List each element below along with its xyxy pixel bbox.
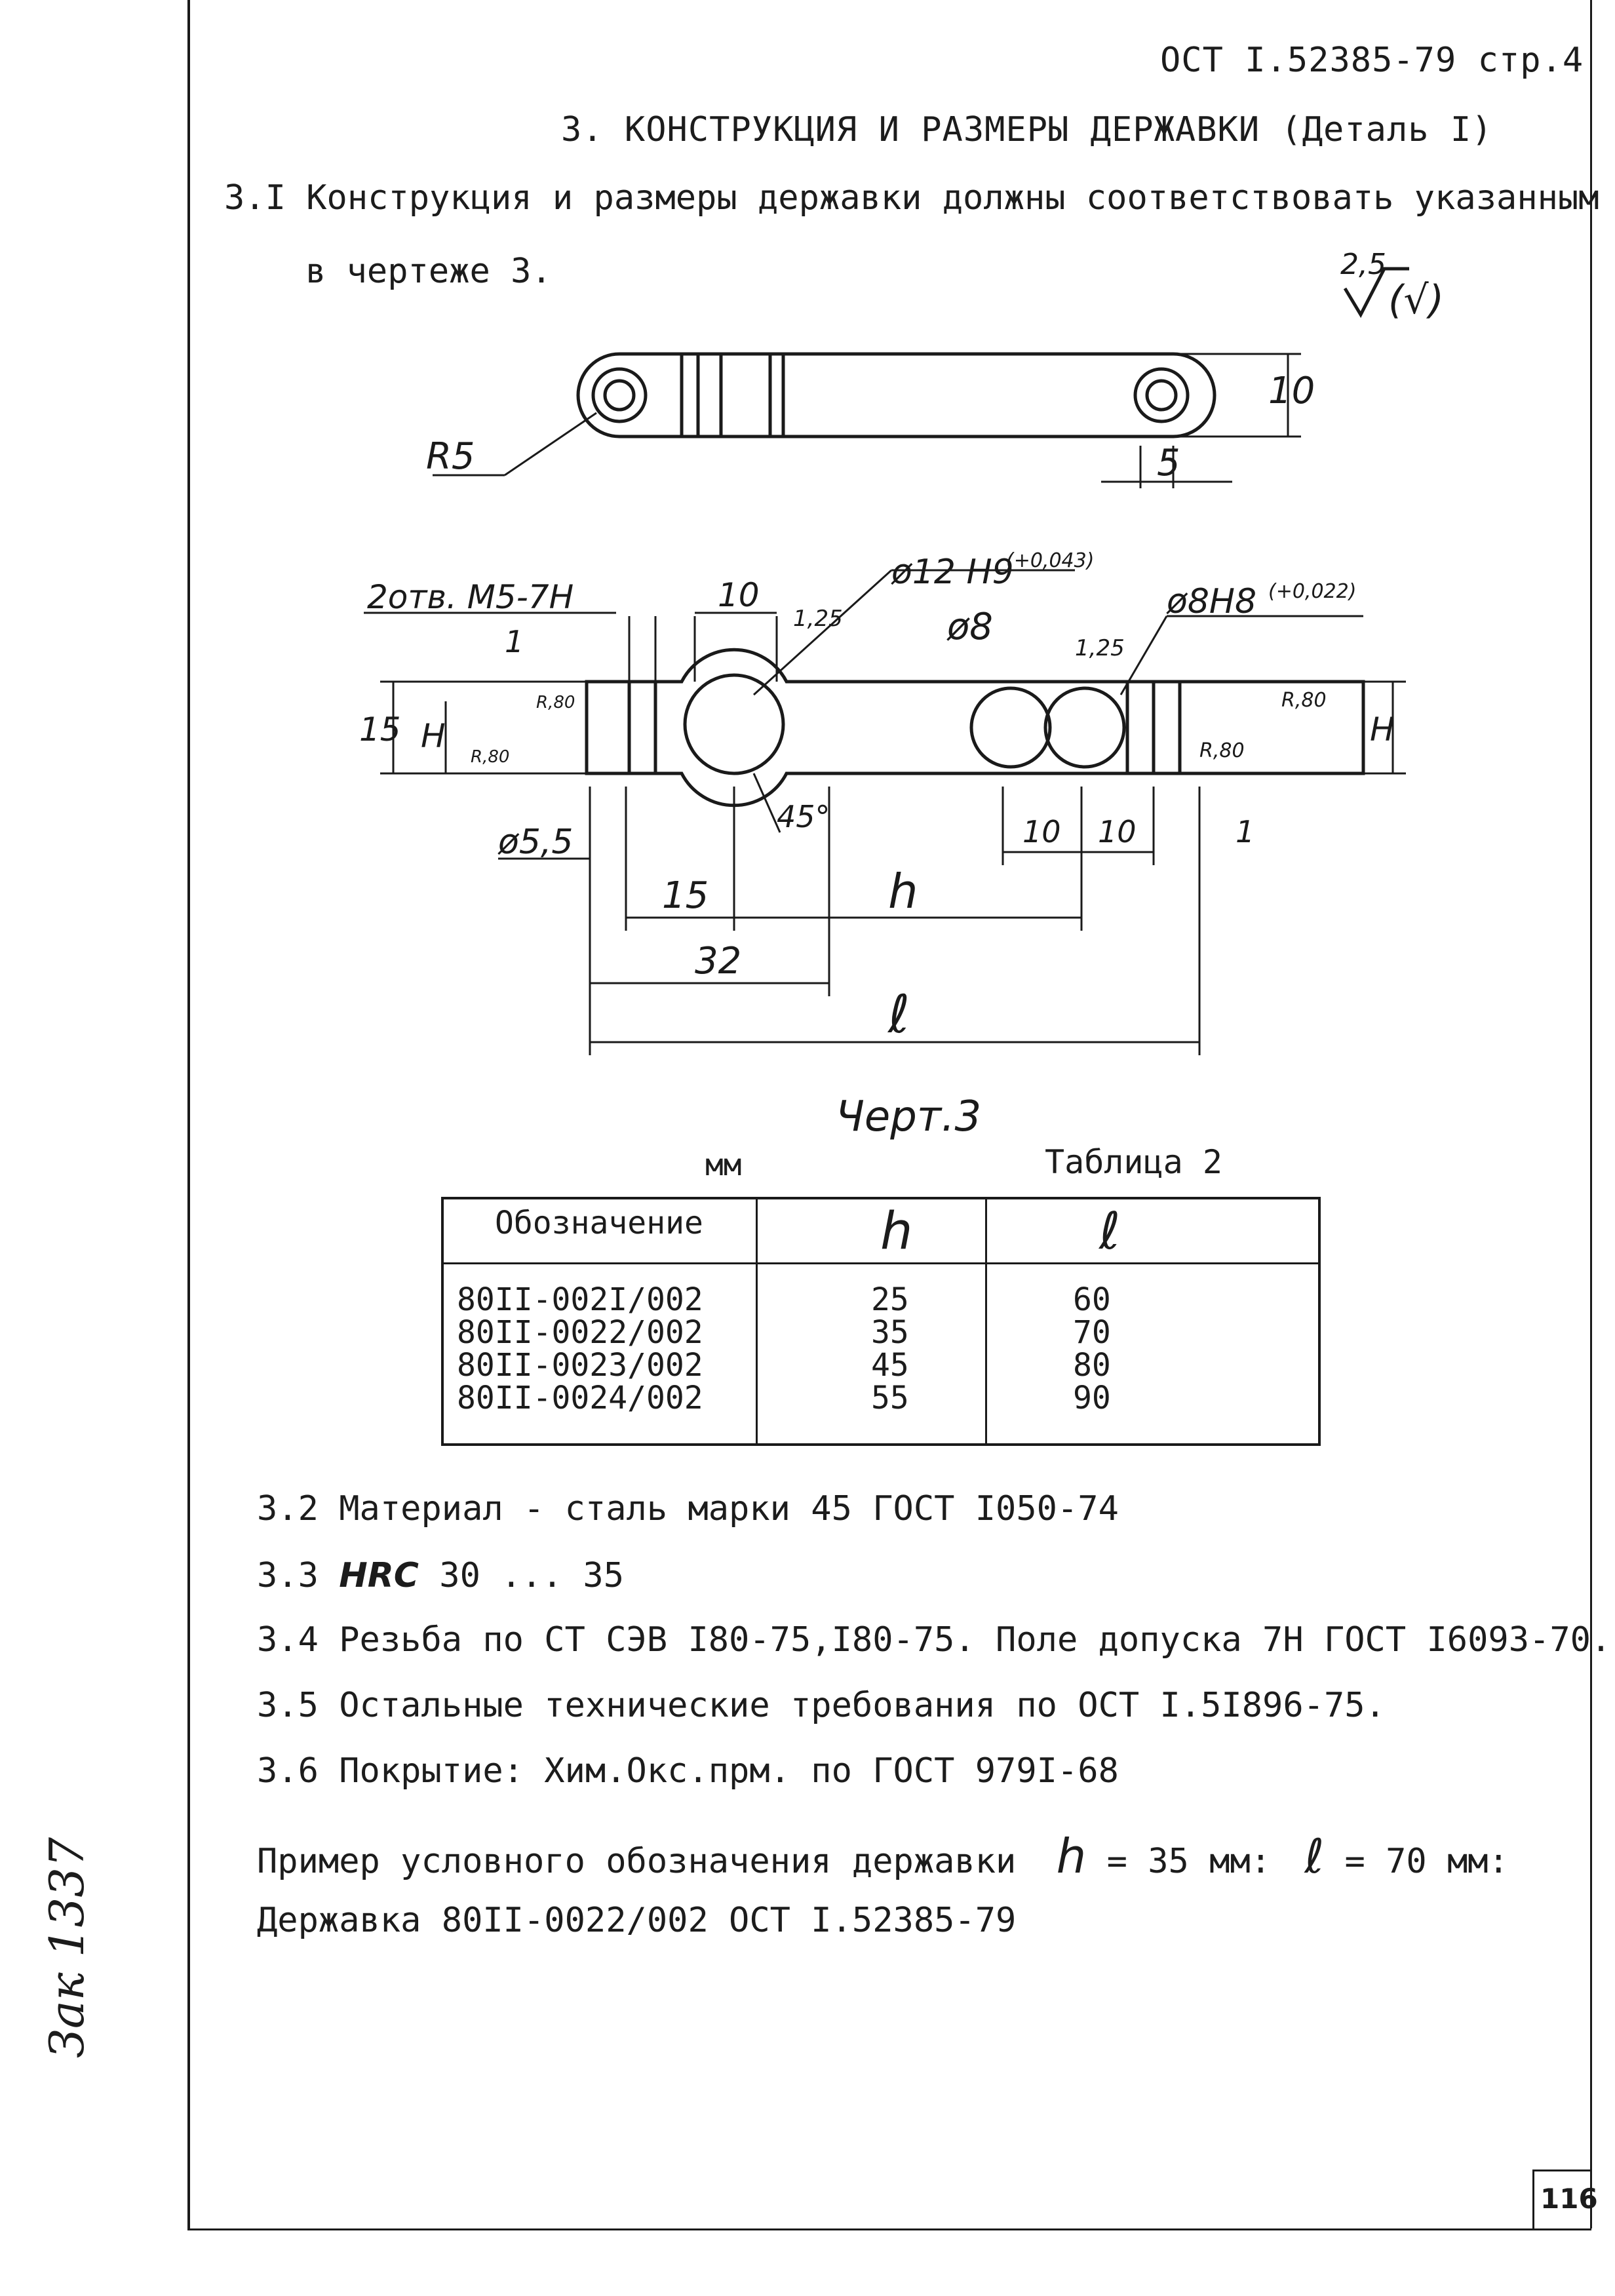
- drawing-caption: Черт.3: [836, 1093, 981, 1141]
- table-cell-l-1: 60: [1073, 1281, 1111, 1318]
- requirement-3-6: 3.6 Покрытие: Хим.Окс.прм. по ГОСТ 979I-…: [257, 1751, 1119, 1791]
- standard-code: ОСТ I.52385-79 стр.4: [1160, 41, 1584, 80]
- example-h-symbol: h: [1056, 1829, 1087, 1884]
- requirement-3-2: 3.2 Материал - сталь марки 45 ГОСТ I050-…: [257, 1489, 1119, 1528]
- roughness-right-bottom: R,80: [1199, 739, 1245, 762]
- dim-H-right: H: [1370, 710, 1395, 749]
- roughness-left-top: R,80: [536, 693, 575, 712]
- paragraph-3-1-line2: в чертеже 3.: [305, 252, 552, 291]
- hole-dia-label: ø5,5: [497, 823, 574, 862]
- table-header-l: ℓ: [1099, 1202, 1121, 1261]
- table-cell-designation-3: 80II-0023/002: [457, 1347, 703, 1384]
- table-cell-h-4: 55: [871, 1380, 909, 1416]
- dim-l: ℓ: [887, 984, 910, 1045]
- chamfer-right-label: 1,25: [1075, 635, 1125, 661]
- example-l-value: = 70 мм:: [1344, 1842, 1509, 1881]
- table-caption: Таблица 2: [1045, 1143, 1222, 1181]
- section-view-outline: [585, 648, 1365, 807]
- table-cell-h-3: 45: [871, 1347, 909, 1384]
- designation-example-line2: Державка 80II-0022/002 ОСТ I.52385-79: [257, 1901, 1017, 1940]
- table-cell-l-3: 80: [1073, 1347, 1111, 1384]
- roughness-paren: (√): [1388, 277, 1444, 323]
- frame-left-border: [187, 0, 190, 2228]
- dim-15-left: 15: [359, 710, 401, 749]
- top-height-label: 10: [1268, 370, 1315, 412]
- requirement-3-3-value: 30 ... 35: [439, 1556, 625, 1595]
- roughness-value: 2,5: [1340, 248, 1386, 281]
- bore-tolerance: (+0,043): [1006, 549, 1094, 572]
- table-header-divider: [444, 1262, 1318, 1264]
- table-units: мм: [705, 1147, 742, 1182]
- dim-10-b: 10: [1098, 814, 1137, 849]
- table-cell-designation-4: 80II-0024/002: [457, 1380, 703, 1416]
- angle-label: 45°: [777, 799, 830, 834]
- page-number-box: [1532, 2170, 1592, 2230]
- table-cell-designation-1: 80II-002I/002: [457, 1281, 703, 1318]
- frame-right-border: [1590, 0, 1592, 2228]
- example-prefix: Пример условного обозначения державки: [257, 1842, 1017, 1881]
- table-cell-designation-2: 80II-0022/002: [457, 1314, 703, 1351]
- roughness-right-top: R,80: [1281, 689, 1327, 712]
- paragraph-3-1-line1: 3.I Конструкция и размеры державки должн…: [224, 178, 1599, 218]
- dim-10-top: 10: [718, 576, 760, 614]
- table-header-designation: Обозначение: [495, 1205, 703, 1241]
- top-view-outline: [576, 352, 1216, 438]
- example-h-value: = 35 мм:: [1106, 1842, 1272, 1881]
- margin-handwritten-note: Зак 1337: [39, 1837, 94, 2058]
- table-cell-h-1: 25: [871, 1281, 909, 1318]
- designation-example-line1: Пример условного обозначения державки h …: [257, 1829, 1509, 1884]
- dim-1-left: 1: [505, 624, 524, 659]
- requirement-3-3-hrc: HRC: [339, 1556, 419, 1595]
- dim-32: 32: [695, 940, 741, 983]
- dimensions-table: Обозначение h ℓ 80II-002I/002 80II-0022/…: [441, 1197, 1321, 1446]
- table-header-h: h: [880, 1202, 913, 1261]
- requirement-3-5: 3.5 Остальные технические требования по …: [257, 1686, 1386, 1725]
- table-cell-l-2: 70: [1073, 1314, 1111, 1351]
- example-l-symbol: ℓ: [1304, 1829, 1325, 1884]
- small-bore-label: ø8H8: [1166, 582, 1256, 621]
- pin-label: ø8: [946, 606, 993, 648]
- table-cell-h-2: 35: [871, 1314, 909, 1351]
- top-offset-label: 5: [1157, 442, 1180, 484]
- dim-10-a: 10: [1022, 814, 1061, 849]
- requirement-3-3: 3.3 HRC 30 ... 35: [257, 1556, 624, 1595]
- roughness-symbol-icon: [1343, 267, 1409, 319]
- frame-bottom-border: [187, 2228, 1591, 2230]
- small-bore-tolerance: (+0,022): [1268, 580, 1356, 603]
- dim-15-bottom: 15: [662, 874, 709, 917]
- drawing-holder-part: 2,5 (√) R5 10 5 2отв. M5-7H 10 1,25 ø12 …: [359, 248, 1444, 1141]
- roughness-left-bottom: R,80: [471, 747, 509, 767]
- table-divider-1: [756, 1199, 758, 1443]
- page-number: 116: [1540, 2183, 1598, 2215]
- threaded-holes-label: 2отв. M5-7H: [367, 578, 574, 616]
- requirement-3-3-number: 3.3: [257, 1556, 319, 1595]
- table-divider-2: [985, 1199, 987, 1443]
- requirement-3-4: 3.4 Резьба по СТ СЭВ I80-75,I80-75. Поле…: [257, 1620, 1612, 1660]
- top-radius-label: R5: [426, 435, 475, 478]
- dim-1-right: 1: [1236, 814, 1255, 849]
- bore-label: ø12 H9: [891, 553, 1014, 592]
- table-cell-l-4: 90: [1073, 1380, 1111, 1416]
- dim-h: h: [888, 864, 918, 919]
- section-view-dimensions: [364, 569, 1406, 1055]
- chamfer-left-label: 1,25: [793, 606, 843, 632]
- top-view-dimensions: [433, 353, 1301, 488]
- dim-H-left: H: [421, 717, 446, 755]
- section-title: 3. КОНСТРУКЦИЯ И РАЗМЕРЫ ДЕРЖАВКИ (Детал…: [561, 110, 1493, 149]
